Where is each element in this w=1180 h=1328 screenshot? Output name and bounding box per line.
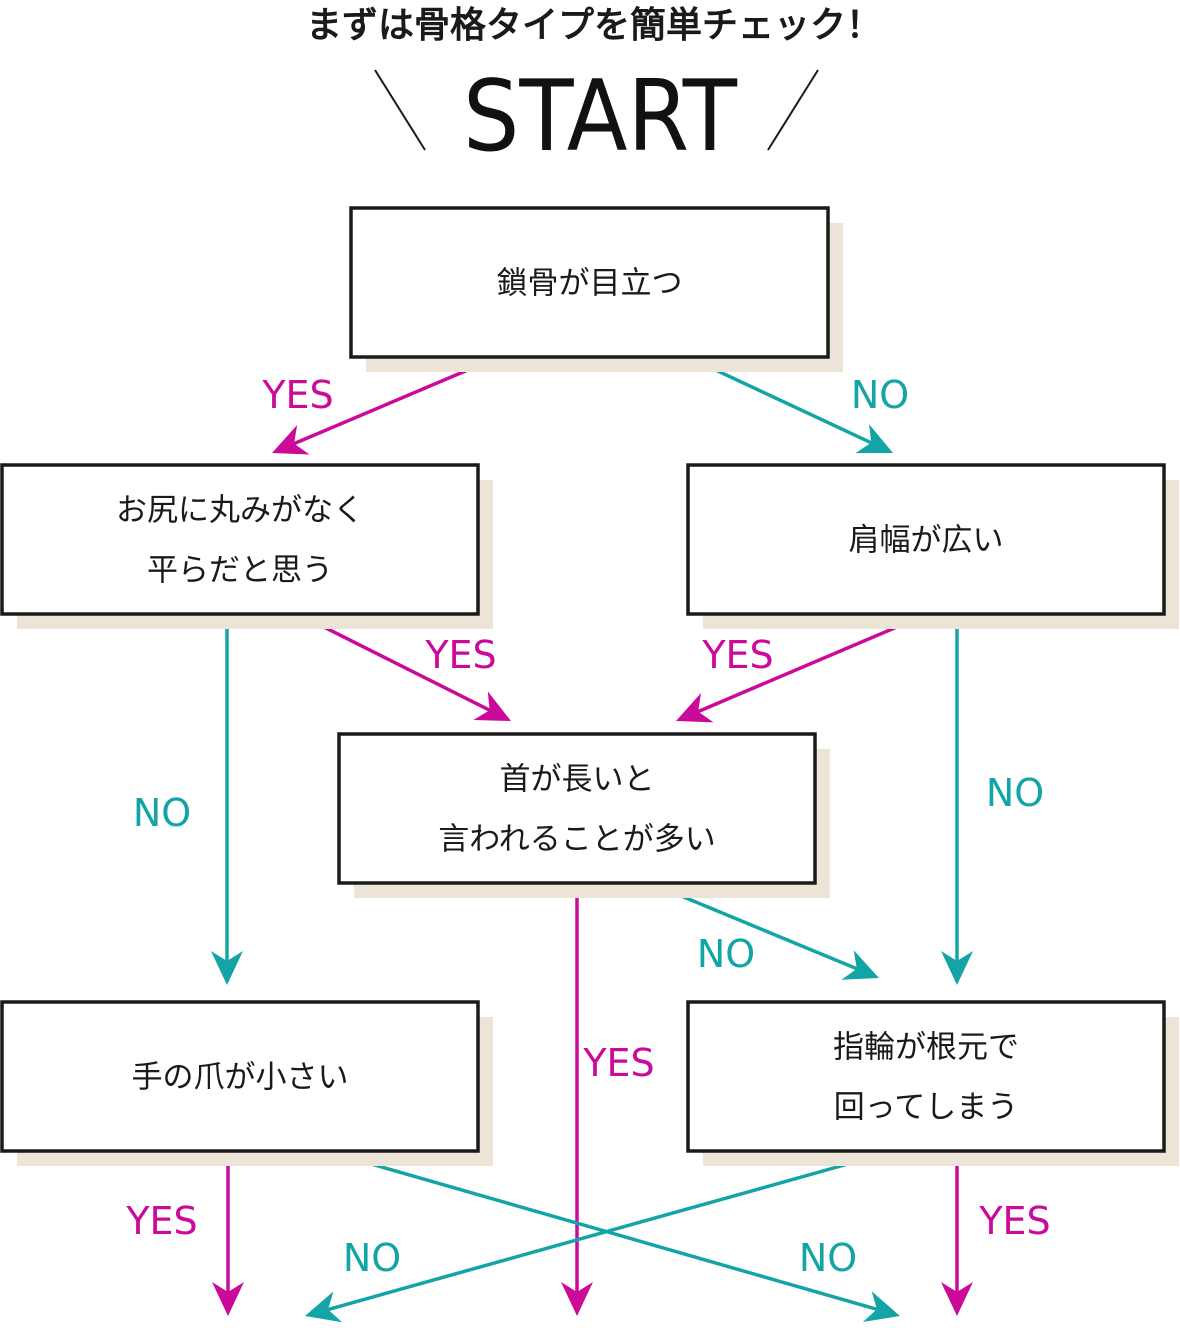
node-text-line: お尻に丸みがなく bbox=[116, 493, 364, 529]
arrowhead-nails-to-result-4 bbox=[862, 1291, 900, 1322]
node-box bbox=[686, 1000, 1166, 1153]
arrowhead-ring-to-result-5 bbox=[941, 1282, 973, 1316]
node-shoulders: 肩幅が広い bbox=[686, 463, 1179, 629]
node-text-line: 手の爪が小さい bbox=[132, 1060, 349, 1096]
edge-shoulders-to-neck bbox=[697, 613, 926, 714]
edge-label-yes: YES bbox=[261, 373, 333, 417]
edge-label-no: NO bbox=[697, 932, 755, 976]
edge-hips-to-neck bbox=[299, 613, 491, 712]
arrowhead-hips-to-nails bbox=[211, 951, 243, 985]
arrowhead-clavicle-to-shoulders bbox=[855, 424, 893, 454]
edge-label-yes: YES bbox=[582, 1041, 654, 1085]
edge-label-no: NO bbox=[133, 791, 191, 835]
edge-label-yes: YES bbox=[978, 1199, 1050, 1243]
page-title: まずは骨格タイプを簡単チェック！ bbox=[306, 5, 882, 46]
node-text-line: 肩幅が広い bbox=[849, 523, 1004, 559]
start-slash-right bbox=[767, 69, 819, 151]
arrowhead-clavicle-to-hips bbox=[272, 425, 310, 455]
node-text-line: 平らだと思う bbox=[147, 553, 333, 589]
arrowhead-shoulders-to-ring bbox=[941, 951, 973, 985]
start-slash-left bbox=[374, 69, 426, 151]
node-box bbox=[686, 463, 1166, 616]
edge-ring-to-result-2 bbox=[327, 1153, 881, 1312]
edge-clavicle-to-shoulders bbox=[689, 356, 873, 445]
arrowhead-neck-to-result-3 bbox=[561, 1282, 593, 1316]
node-text-line: 指輪が根元で bbox=[833, 1030, 1019, 1066]
node-text-line: 首が長いと bbox=[500, 762, 655, 798]
node-box bbox=[0, 1000, 480, 1153]
node-text-line: 言われることが多い bbox=[438, 822, 715, 858]
node-box bbox=[349, 206, 830, 359]
node-box bbox=[337, 732, 817, 885]
arrowhead-ring-to-result-2 bbox=[305, 1291, 343, 1323]
edges-layer bbox=[211, 356, 973, 1323]
node-text-line: 回ってしまう bbox=[834, 1090, 1018, 1126]
start-label: START bbox=[463, 60, 738, 174]
node-nails: 手の爪が小さい bbox=[0, 1000, 493, 1166]
edge-label-yes: YES bbox=[125, 1199, 197, 1243]
edge-labels-layer: YES NO YES NO YES NO NO YES YES NO NO YES bbox=[125, 373, 1050, 1280]
node-clavicle: 鎖骨が目立つ bbox=[349, 206, 843, 372]
edge-label-yes: YES bbox=[424, 633, 496, 677]
arrowhead-nails-to-result-1 bbox=[212, 1282, 244, 1316]
node-text-line: 鎖骨が目立つ bbox=[497, 266, 683, 302]
edge-clavicle-to-hips bbox=[293, 356, 497, 446]
edge-label-no: NO bbox=[799, 1236, 857, 1280]
edge-label-no: NO bbox=[986, 771, 1044, 815]
arrowhead-neck-to-ring bbox=[841, 950, 879, 980]
edge-label-no: NO bbox=[343, 1236, 401, 1280]
node-box bbox=[0, 463, 480, 616]
edge-label-no: NO bbox=[851, 373, 909, 417]
edge-label-yes: YES bbox=[701, 633, 773, 677]
arrowhead-hips-to-neck bbox=[473, 691, 511, 721]
arrowhead-shoulders-to-neck bbox=[676, 693, 714, 723]
